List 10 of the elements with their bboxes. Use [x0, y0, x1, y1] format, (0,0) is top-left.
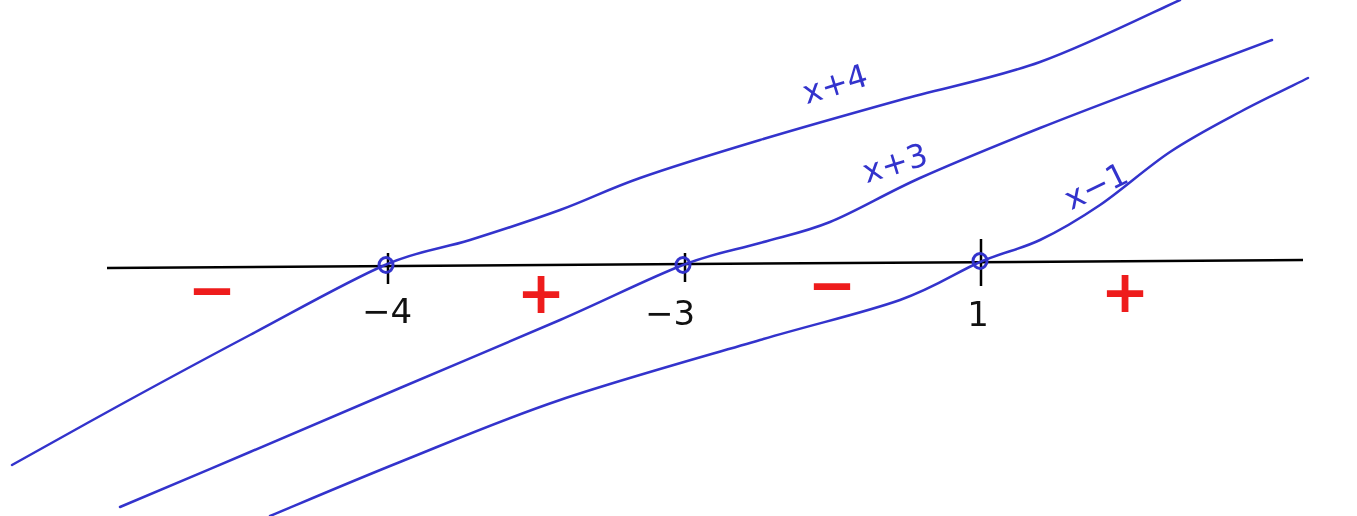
tick-label: −4	[361, 294, 413, 328]
line-label: x+4	[798, 59, 872, 109]
sign-label: −	[807, 256, 857, 314]
line-label: x+3	[858, 138, 932, 188]
tick-label: −3	[644, 296, 696, 330]
sign-label: −	[187, 261, 237, 319]
tick-label: 1	[967, 297, 989, 331]
line-label: x−1	[1059, 157, 1133, 215]
sign-label: +	[516, 264, 566, 322]
sign-label: +	[1100, 263, 1150, 321]
